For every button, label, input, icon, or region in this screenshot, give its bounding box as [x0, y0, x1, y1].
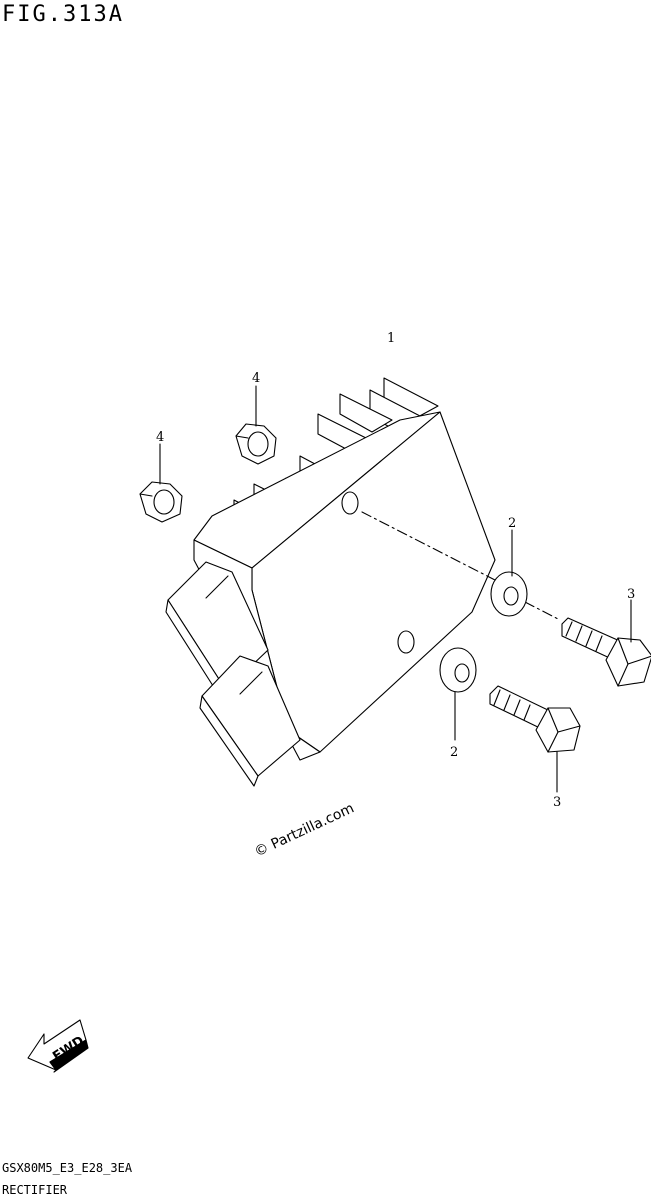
assembly-centerline-bolt	[524, 601, 561, 621]
callout-2-lower: 2	[450, 745, 458, 760]
mount-hole-lower	[397, 630, 415, 654]
callout-3-upper: 3	[627, 587, 635, 602]
figure-title: FIG.313A	[2, 2, 124, 27]
callout-4-upper: 4	[252, 371, 260, 386]
rectifier-part	[165, 377, 496, 787]
part-name: RECTIFIER	[2, 1183, 68, 1197]
callout-4-lower: 4	[156, 430, 164, 445]
assembly-centerline	[361, 511, 496, 581]
nut-upper	[235, 423, 277, 465]
nut-lower	[139, 481, 183, 523]
fwd-arrow-icon	[27, 1019, 89, 1073]
connector-lower	[199, 655, 301, 787]
bolt-lower	[489, 685, 581, 753]
bolt-upper	[561, 617, 651, 687]
washer-upper	[490, 571, 528, 617]
mount-hole-upper	[341, 491, 359, 515]
model-code: GSX80M5_E3_E28_3EA	[2, 1161, 133, 1175]
callout-3-lower: 3	[553, 795, 561, 810]
washer-lower	[439, 647, 477, 693]
callout-2-upper: 2	[508, 516, 516, 531]
callout-1: 1	[387, 331, 395, 346]
leader-lines	[159, 385, 632, 793]
